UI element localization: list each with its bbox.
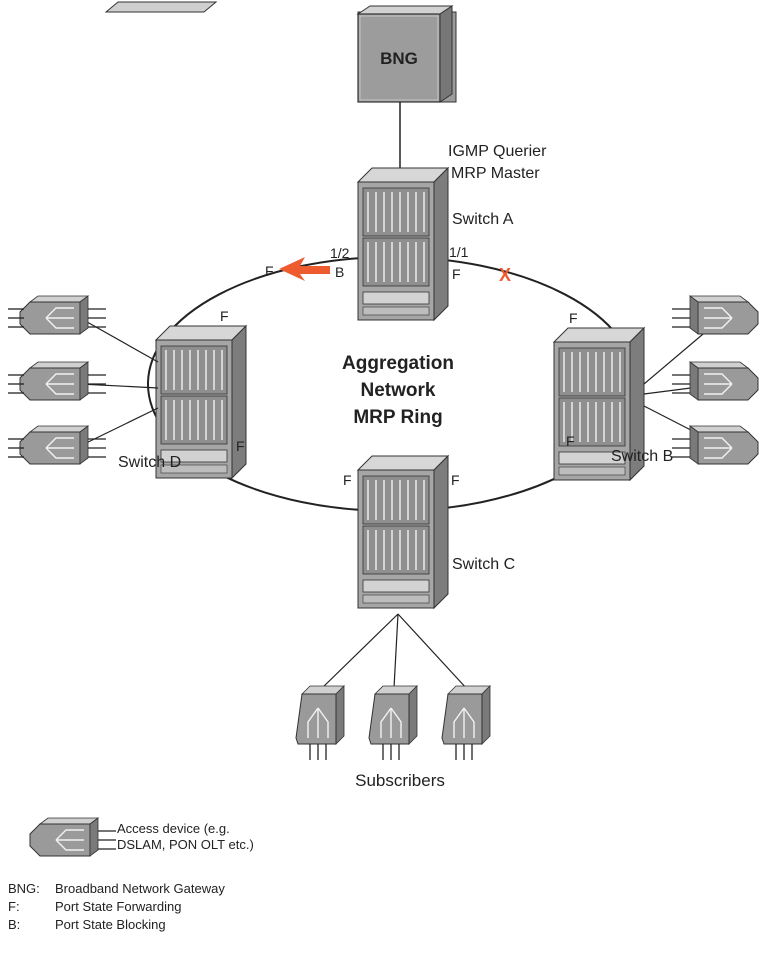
access-device-d3 (19, 425, 107, 465)
switch-c (357, 455, 449, 609)
switch-a-state-left: B (335, 264, 344, 280)
switch-a-role-querier: IGMP Querier (448, 143, 547, 160)
switch-d-access-links (79, 317, 159, 447)
legend-access-line1: Access device (e.g. (117, 821, 230, 836)
bng-box: BNG (356, 5, 454, 103)
access-device-d2 (19, 361, 107, 401)
switch-a-role-master: MRP Master (451, 165, 540, 182)
blocking-arrow (279, 257, 330, 281)
switch-b-state-top: F (569, 310, 578, 326)
legend-access-line2: DSLAM, PON OLT etc.) (117, 837, 254, 852)
switch-a-state-right: F (452, 266, 461, 282)
legend-b-key: B: (8, 917, 20, 932)
ring-left-end-state: F (265, 263, 274, 279)
switch-a-port-left: 1/2 (330, 245, 350, 261)
subscribers-label: Subscribers (355, 771, 445, 790)
switch-a-name: Switch A (452, 211, 514, 228)
access-device-b3 (671, 425, 759, 465)
legend-bng-key: BNG: (8, 881, 40, 896)
switch-d-subscriber-lines (8, 308, 24, 458)
switch-c-name: Switch C (452, 556, 515, 573)
switch-c-state-left: F (343, 472, 352, 488)
switch-d-state-bottom: F (236, 438, 245, 454)
switch-d-name: Switch D (118, 454, 181, 471)
legend-bng-def: Broadband Network Gateway (55, 881, 225, 896)
ring-break-mark: X (499, 265, 511, 285)
switch-a (357, 167, 449, 321)
switch-a-port-right: 1/1 (449, 244, 469, 260)
legend-access-icon (29, 817, 117, 857)
switch-d-state-top: F (220, 308, 229, 324)
switch-c-state-right: F (451, 472, 460, 488)
access-device-c1 (295, 685, 345, 761)
access-device-c3 (441, 685, 491, 761)
switch-b-state-bottom: F (566, 433, 575, 449)
access-device-d1 (19, 295, 107, 335)
switch-c-access-links (319, 613, 469, 691)
access-device-c2 (368, 685, 418, 761)
bng-label: BNG (380, 49, 418, 68)
legend-b-def: Port State Blocking (55, 917, 166, 932)
access-device-b2 (671, 361, 759, 401)
legend-f-def: Port State Forwarding (55, 899, 181, 914)
legend-f-key: F: (8, 899, 20, 914)
switch-b-name: Switch B (611, 448, 673, 465)
ring-title-line3: MRP Ring (353, 407, 442, 428)
access-device-b1 (671, 295, 759, 335)
ring-title-line1: Aggregation (342, 353, 454, 374)
ring-title-line2: Network (361, 380, 436, 401)
